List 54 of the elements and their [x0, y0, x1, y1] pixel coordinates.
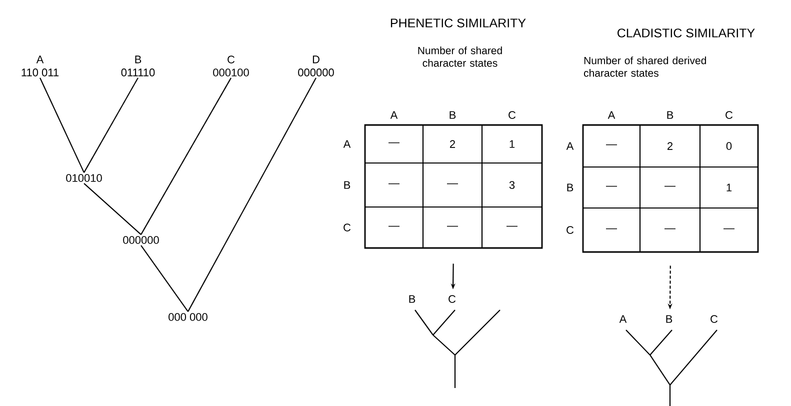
cell-text: 0 [726, 142, 732, 150]
column-header: C [726, 111, 733, 119]
cell-text: 2 [668, 142, 672, 150]
similarity-table [364, 124, 543, 249]
heading: PHENETIC SIMILARITY [390, 18, 526, 28]
cell-text: 2 [450, 140, 456, 148]
branch-line [84, 183, 142, 235]
tip-label: C [710, 315, 718, 323]
cell-text: — [606, 144, 617, 146]
ancestor-label: 010010 [66, 174, 102, 182]
taxon-label: D 000000 [298, 56, 334, 76]
cell-text: — [664, 186, 676, 187]
cell-text: — [388, 183, 400, 184]
tip-label: A [619, 315, 627, 323]
tip-label: B [666, 315, 672, 323]
cell-text: — [447, 183, 458, 184]
branch-line [140, 78, 232, 235]
ancestor-label: 000 000 [168, 313, 208, 321]
taxon-label: B 011110 [121, 56, 155, 76]
similarity-table [582, 124, 759, 253]
cell-text: — [388, 142, 400, 144]
column-header: B [667, 111, 674, 119]
cell-text: 1 [726, 184, 732, 192]
branch-line [40, 78, 85, 173]
branch-line [188, 78, 316, 312]
ancestor-label: 000000 [123, 236, 159, 244]
branch-line [84, 78, 138, 173]
column-header: A [390, 111, 398, 119]
tip-label: C [448, 295, 456, 303]
branch-line [140, 245, 188, 312]
row-header: B [344, 181, 350, 189]
heading: CLADISTIC SIMILARITY [618, 28, 755, 38]
taxon-label: A 110 011 [22, 56, 59, 76]
row-header: C [344, 224, 351, 232]
cell-text: — [606, 186, 617, 187]
subheading: Number of shared derived character states [584, 56, 706, 77]
column-header: B [450, 111, 456, 119]
column-header: C [508, 111, 516, 119]
row-header: B [567, 184, 574, 192]
cell-text: — [506, 226, 518, 227]
cell-text: — [606, 228, 617, 230]
subheading: Number of shared character states [418, 46, 502, 67]
cell-text: — [447, 226, 458, 227]
row-header: A [343, 140, 351, 148]
tip-label: B [409, 295, 416, 303]
cell-text: — [388, 226, 400, 227]
column-header: A [608, 111, 616, 119]
cell-text: 3 [509, 181, 515, 189]
row-header: A [566, 142, 574, 150]
row-header: C [566, 226, 574, 234]
cell-text: — [664, 228, 676, 230]
cell-text: — [724, 228, 734, 230]
cell-text: 1 [510, 140, 515, 148]
taxon-label: C 000100 [213, 56, 249, 76]
